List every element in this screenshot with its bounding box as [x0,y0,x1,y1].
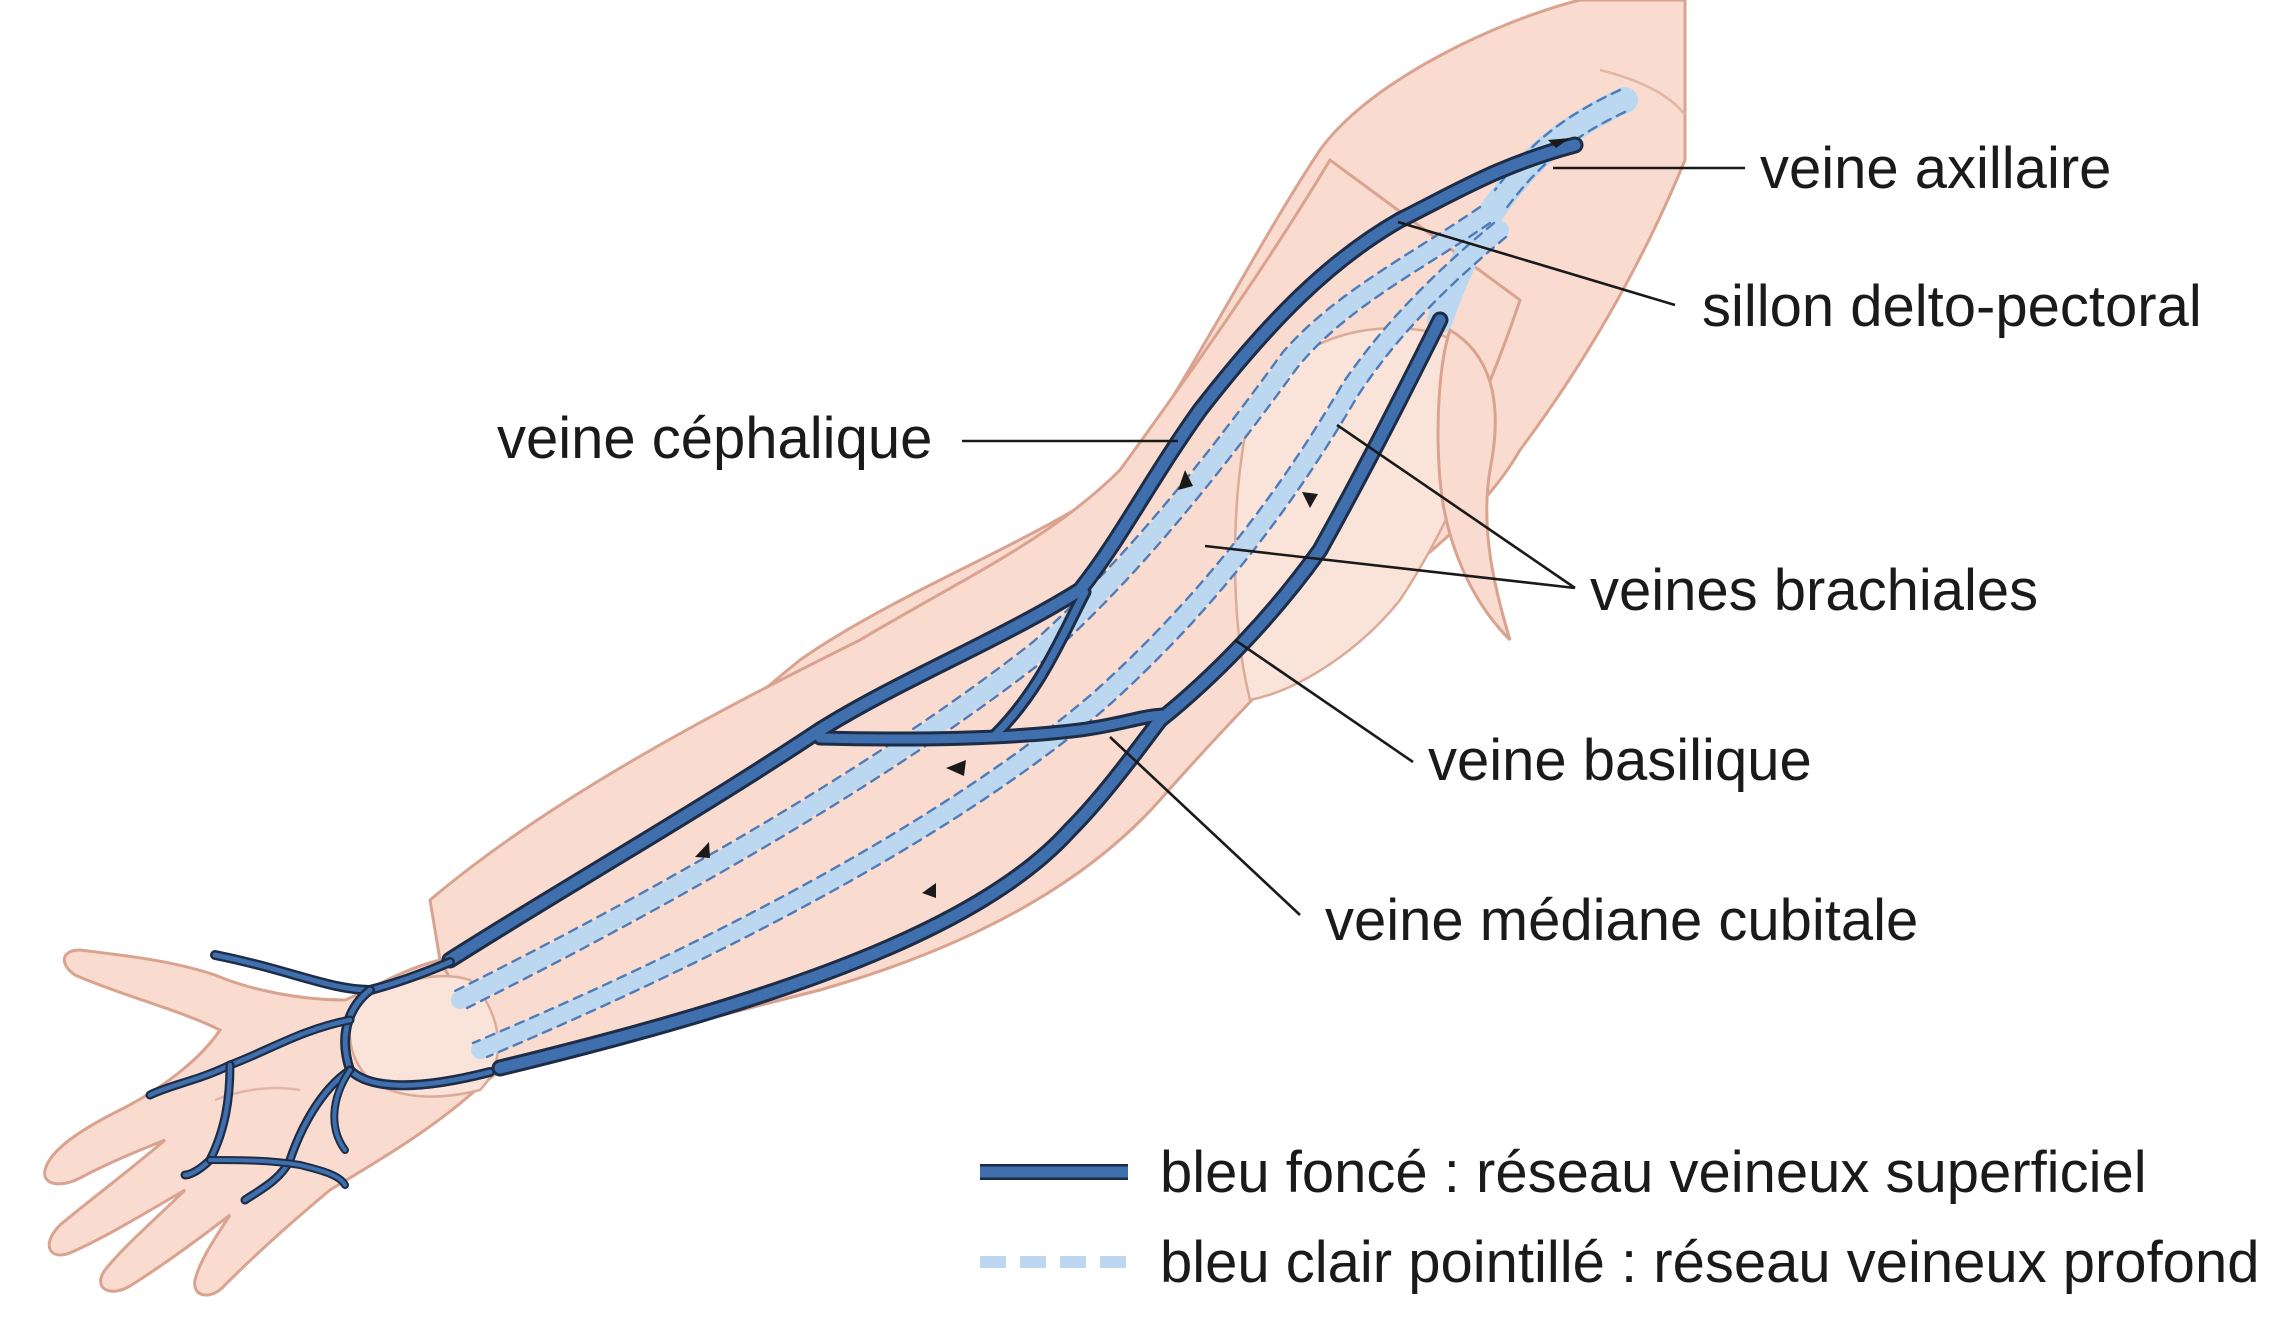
cephalic-branch [991,588,1089,739]
arm-illustration [43,0,1687,1297]
arrow-median-cubital [946,760,966,776]
hand-veins [145,950,495,1205]
leader-sillon-delto-pectoral [1397,220,1676,307]
brachial-vein-2-base [471,221,1509,1059]
leader-veines-brachiales-2 [1204,544,1576,590]
arrow-cephalic-forearm [695,842,710,858]
leader-veine-mediane-cubitale [1109,736,1301,916]
labels: veine axillaire sillon delto-pectoral ve… [497,136,2202,953]
superficial-veins [145,136,1584,1205]
arrow-basilic-upper [1302,492,1318,508]
label-veine-mediane-cubitale: veine médiane cubitale [1325,888,1918,953]
label-veines-brachiales: veines brachiales [1590,558,2038,623]
label-sillon-delto-pectoral: sillon delto-pectoral [1702,274,2202,339]
brachial-vein-1-base [451,206,1494,1009]
arrow-axillary [1548,138,1570,148]
palm-crease [214,1086,301,1102]
armpit-fold [1436,327,1512,642]
legend-label-deep: bleu clair pointillé : réseau veineux pr… [1160,1230,2259,1295]
arrow-basilic-forearm [922,883,936,898]
deep-vein-axillary-base [1427,87,1638,333]
legend-label-superficial: bleu foncé : réseau veineux superficiel [1160,1140,2147,1205]
leader-lines [962,166,1745,916]
label-veine-basilique: veine basilique [1428,728,1812,793]
arrow-cephalic-upper [1178,470,1193,490]
brachial-vein-2-dash [471,221,1508,1059]
shoulder-crease [1599,68,1686,116]
label-veine-cephalique: veine céphalique [497,406,932,471]
legend: bleu foncé : réseau veineux superficiel … [980,1140,2259,1295]
deep-veins [451,87,1638,1059]
label-veine-axillaire: veine axillaire [1760,136,2111,201]
cephalic-vein [444,139,1581,966]
flow-arrows [695,138,1570,898]
leader-veines-brachiales-1 [1336,423,1576,590]
leader-veine-basilique [1234,638,1414,764]
basilic-vein [494,314,1446,1074]
median-cubital-vein [815,710,1170,744]
